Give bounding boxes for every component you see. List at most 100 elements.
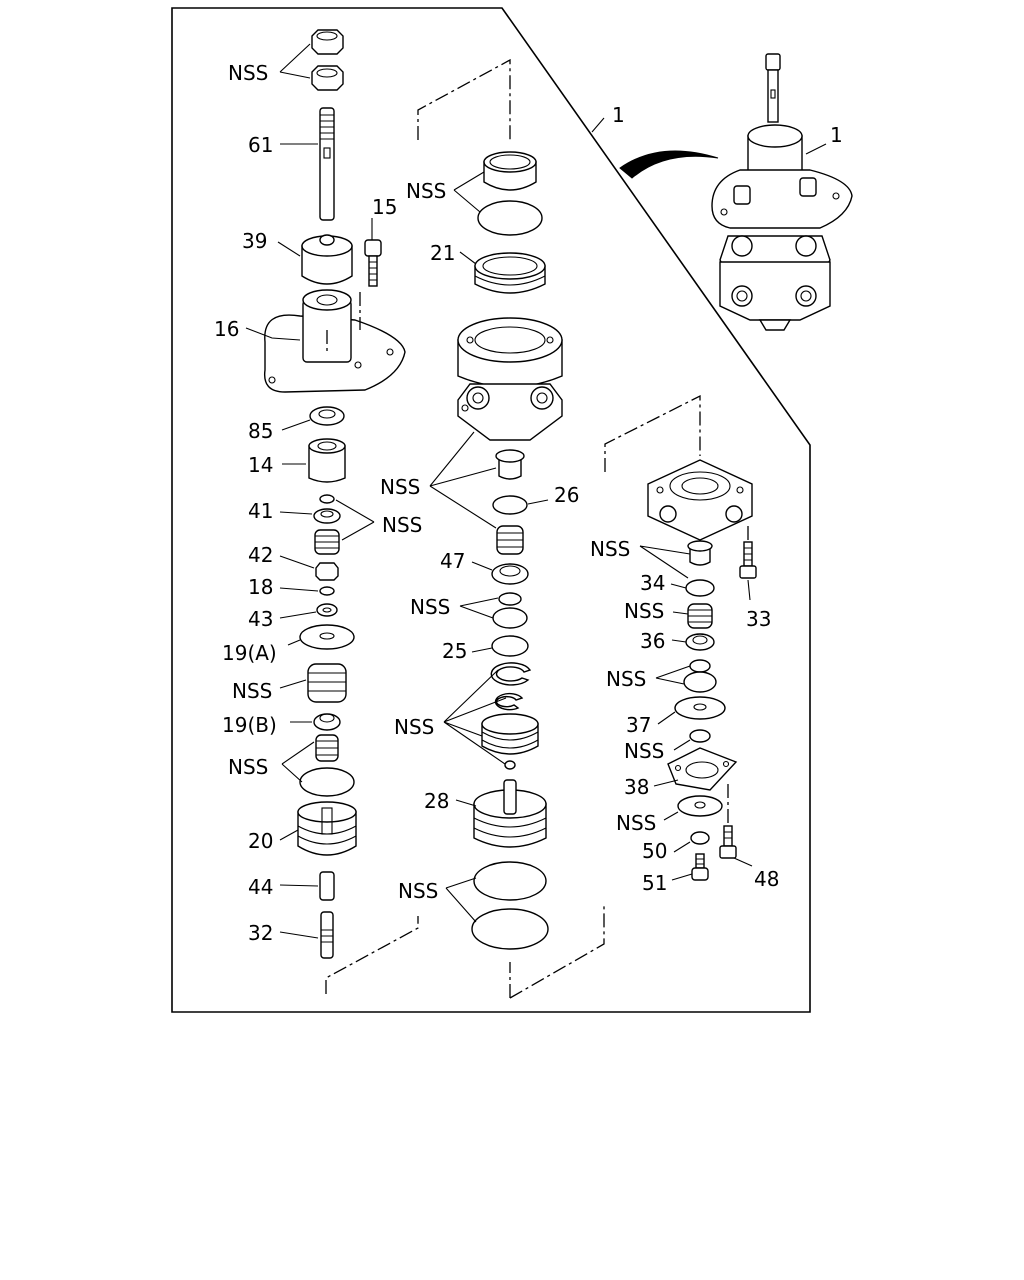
label-38: 38 <box>624 775 649 799</box>
snap-ring-lower <box>494 692 524 711</box>
seat-34 <box>685 579 715 597</box>
ring-21-upper <box>483 151 537 191</box>
seat-36 <box>685 633 715 651</box>
label-nss-top: NSS <box>228 61 268 85</box>
assembled-valve-view <box>619 53 853 331</box>
o-ring-37-small <box>689 659 711 673</box>
label-50: 50 <box>642 839 667 863</box>
label-16: 16 <box>214 317 239 341</box>
bolt-15 <box>364 239 382 287</box>
label-41: 41 <box>248 499 273 523</box>
label-37: 37 <box>626 713 651 737</box>
label-nss-20: NSS <box>228 755 268 779</box>
label-15: 15 <box>372 195 397 219</box>
label-43: 43 <box>248 607 273 631</box>
insert-34 <box>687 540 713 566</box>
label-36: 36 <box>640 629 665 653</box>
label-nss-41: NSS <box>382 513 422 537</box>
seal-20 <box>299 767 355 797</box>
seal-bottom-upper <box>473 861 547 901</box>
label-nss-26: NSS <box>380 475 420 499</box>
label-39: 39 <box>242 229 267 253</box>
label-28: 28 <box>424 789 449 813</box>
seal-25 <box>492 607 528 629</box>
disc-50-upper <box>677 795 723 817</box>
label-42: 42 <box>248 543 273 567</box>
label-19b: 19(B) <box>222 713 277 737</box>
spring-20-small <box>315 734 339 762</box>
label-nss-50: NSS <box>616 811 656 835</box>
swoosh-arrow <box>619 150 719 179</box>
label-14: 14 <box>248 453 273 477</box>
bolt-33 <box>739 541 757 579</box>
nut-42 <box>315 562 339 581</box>
piston-28 <box>473 779 547 848</box>
bolt-48 <box>719 825 737 859</box>
label-51: 51 <box>642 871 667 895</box>
spring-41 <box>314 529 340 555</box>
nut-upper <box>311 29 344 55</box>
spring-19 <box>307 663 347 703</box>
diagram-frame <box>171 7 811 1013</box>
label-nss-36: NSS <box>624 599 664 623</box>
piston-28-upper <box>481 713 539 755</box>
label-34: 34 <box>640 571 665 595</box>
label-44: 44 <box>248 875 273 899</box>
o-ring-25-small <box>498 592 522 606</box>
label-32: 32 <box>248 921 273 945</box>
valve-body-right <box>647 459 753 541</box>
sleeve-14 <box>308 438 346 483</box>
label-26: 26 <box>554 483 579 507</box>
disc-19a <box>299 624 355 650</box>
label-18: 18 <box>248 575 273 599</box>
label-nss-bottom: NSS <box>398 879 438 903</box>
washer-43 <box>316 603 338 617</box>
pin-44 <box>319 871 335 901</box>
screw-51 <box>691 853 709 881</box>
part-number-labels: NSS 61 15 39 16 85 14 41 NSS 42 18 43 19… <box>214 61 843 945</box>
snap-ring-upper <box>490 662 532 686</box>
o-ring-38 <box>689 729 711 743</box>
seal-bottom-lower <box>471 908 549 950</box>
washer-50 <box>690 831 710 845</box>
seat-47 <box>491 563 529 585</box>
label-nss-25: NSS <box>410 595 450 619</box>
ring-18 <box>319 586 335 596</box>
shaft-61 <box>319 107 335 221</box>
ring-21 <box>474 252 546 294</box>
o-ring-small <box>319 494 335 504</box>
leader-lines <box>245 43 827 939</box>
label-19a: 19(A) <box>222 641 277 665</box>
label-20: 20 <box>248 829 273 853</box>
insert-26 <box>495 449 525 480</box>
spring-36 <box>687 603 713 629</box>
label-85: 85 <box>248 419 273 443</box>
washer-25 <box>491 635 529 657</box>
cap-39 <box>301 234 353 285</box>
label-1-right: 1 <box>830 123 843 147</box>
stem-32 <box>320 911 334 959</box>
label-nss-28: NSS <box>394 715 434 739</box>
label-47: 47 <box>440 549 465 573</box>
label-33: 33 <box>746 607 771 631</box>
label-21: 21 <box>430 241 455 265</box>
cover-plate-16 <box>263 289 406 393</box>
seal-37-small <box>683 671 717 693</box>
label-nss-34: NSS <box>590 537 630 561</box>
right-column-parts <box>647 459 757 881</box>
valve-19b <box>313 713 341 731</box>
seat-26 <box>492 495 528 515</box>
center-column-parts <box>457 151 563 950</box>
label-nss-37: NSS <box>606 667 646 691</box>
label-nss-38: NSS <box>624 739 664 763</box>
cover-38 <box>667 747 738 791</box>
label-1-center: 1 <box>612 103 625 127</box>
label-nss-19: NSS <box>232 679 272 703</box>
washer-85 <box>309 406 345 426</box>
retainer-41 <box>313 508 341 524</box>
left-column-parts <box>263 29 406 959</box>
label-61: 61 <box>248 133 273 157</box>
nut-lower <box>311 65 344 91</box>
diaphragm-37 <box>674 696 726 720</box>
